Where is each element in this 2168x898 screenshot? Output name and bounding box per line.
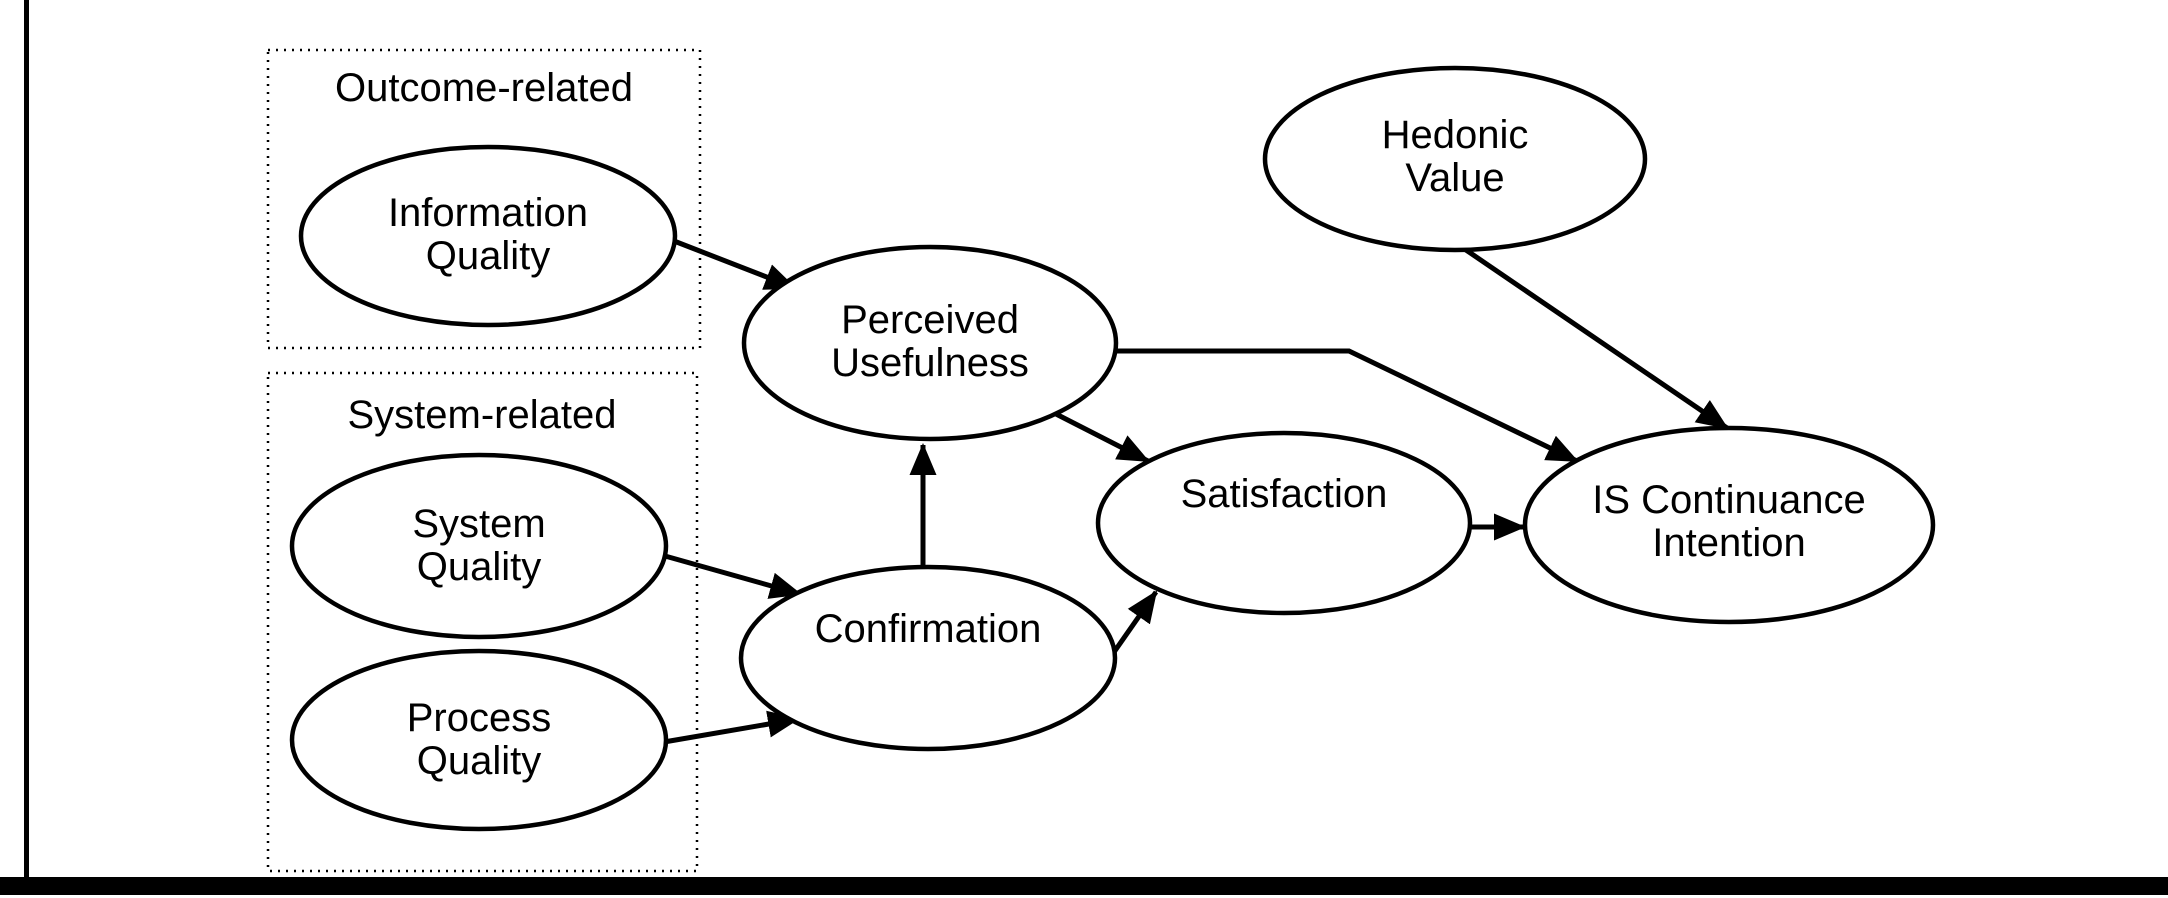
- node-confirmation: [738, 564, 1118, 752]
- node-label-satisfaction: Satisfaction: [1181, 472, 1388, 516]
- node-label-system-quality-line1: System: [412, 502, 545, 546]
- edge-perceived-usefulness-to-is-continuance-intention: [1115, 348, 1579, 464]
- node-label-process-quality-line2: Quality: [417, 739, 542, 783]
- node-label-process-quality-line1: Process: [407, 696, 552, 740]
- node-label-hedonic-value-line2: Value: [1405, 156, 1504, 200]
- group-label-system-related: System-related: [348, 393, 617, 437]
- node-label-perceived-usefulness-line1: Perceived: [841, 298, 1019, 342]
- node-perceived-usefulness: [741, 244, 1119, 442]
- node-hedonic-value: [1262, 65, 1648, 253]
- node-label-information-quality-line1: Information: [388, 191, 588, 235]
- node-label-is-continuance-intention-line1: IS Continuance: [1592, 478, 1866, 522]
- edge-process-quality-to-confirmation: [663, 710, 800, 745]
- page-bottom-rule: [0, 877, 2168, 895]
- node-information-quality: [298, 144, 678, 328]
- node-label-information-quality-line2: Quality: [426, 234, 551, 278]
- node-is-continuance-intention: [1522, 425, 1936, 625]
- edge-confirmation-to-satisfaction: [1109, 590, 1159, 657]
- group-box-outcome-related: [266, 48, 702, 350]
- edge-information-quality-to-perceived-usefulness: [673, 238, 797, 291]
- group-label-outcome-related: Outcome-related: [335, 66, 633, 110]
- page-left-border: [24, 0, 29, 877]
- edge-perceived-usefulness-to-satisfaction: [1054, 411, 1150, 464]
- node-label-is-continuance-intention-line2: Intention: [1652, 521, 1805, 565]
- node-label-perceived-usefulness-line2: Usefulness: [831, 341, 1029, 385]
- edge-hedonic-value-to-is-continuance-intention: [1464, 247, 1729, 431]
- node-system-quality: [289, 452, 669, 640]
- node-satisfaction: [1095, 430, 1473, 616]
- node-label-hedonic-value-line1: Hedonic: [1382, 113, 1529, 157]
- edge-system-quality-to-confirmation: [664, 553, 802, 599]
- node-process-quality: [289, 648, 669, 832]
- node-label-system-quality-line2: Quality: [417, 545, 542, 589]
- node-label-confirmation: Confirmation: [815, 607, 1042, 651]
